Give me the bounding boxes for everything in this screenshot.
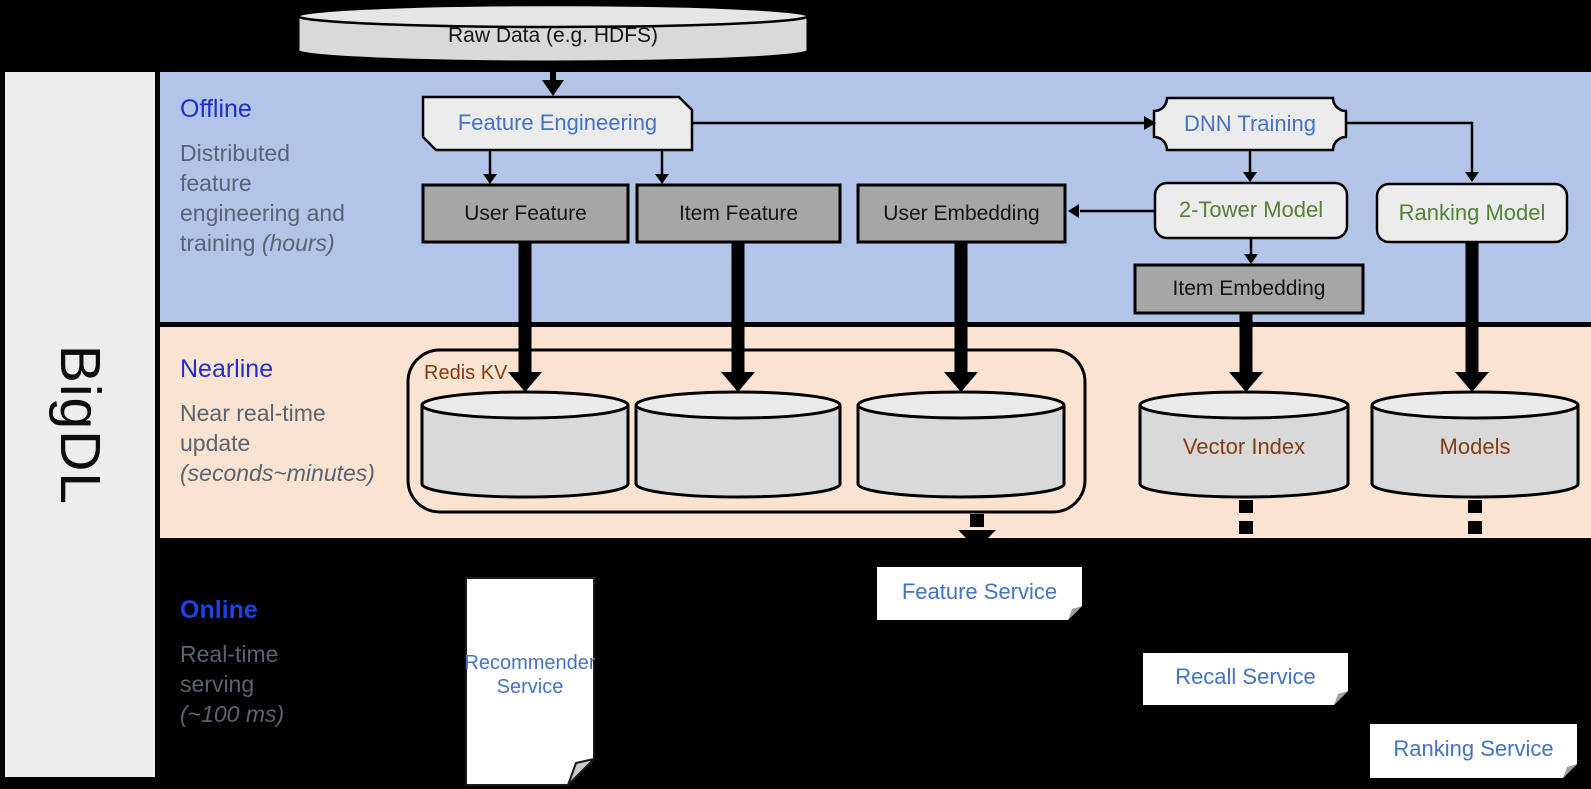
arrow-item-feature-to-store — [721, 242, 755, 392]
nearline-title: Nearline — [180, 355, 274, 383]
dashed-arrow-vector-index-down — [1239, 500, 1253, 534]
arrow-item-embedding-to-vector-index — [1229, 313, 1263, 392]
raw-data-cylinder — [296, 3, 810, 64]
arrow-dnn-to-ranking-model — [1346, 121, 1479, 182]
redis-cylinder-1 — [420, 390, 630, 499]
offline-section-text: Offline Distributed feature engineering … — [180, 95, 410, 258]
redis-cylinder-2 — [634, 390, 842, 499]
dnn-training-box — [1152, 96, 1348, 152]
online-title: Online — [180, 596, 258, 624]
arrow-user-embedding-to-store — [944, 242, 978, 392]
vector-index-cylinder — [1138, 390, 1350, 499]
models-cylinder — [1370, 390, 1580, 499]
item-feature-box — [635, 183, 842, 244]
redis-kv-container — [406, 348, 1087, 514]
nearline-section-text: Nearline Near real-time update (seconds~… — [180, 355, 440, 488]
dashed-arrow-models-down — [1468, 500, 1482, 534]
arrow-redis-to-feature-service — [958, 514, 996, 549]
recall-service-box — [1143, 653, 1348, 705]
feature-engineering-box — [421, 95, 694, 152]
user-feature-box — [421, 183, 630, 244]
feature-service-box — [877, 567, 1082, 620]
offline-title: Offline — [180, 95, 252, 123]
arrow-rawdata-to-fe — [542, 62, 564, 96]
arrow-two-tower-to-item-embedding — [1244, 238, 1258, 264]
arrow-fe-to-user-feature — [483, 150, 497, 184]
recommender-service-doc — [465, 577, 598, 786]
item-embedding-box — [1133, 263, 1365, 315]
redis-cylinder-3 — [856, 390, 1066, 499]
arrow-dnn-to-two-tower — [1243, 150, 1257, 182]
online-description: Real-time serving (~100 ms) — [180, 641, 285, 727]
offline-description: Distributed feature engineering and trai… — [180, 140, 345, 256]
arrow-user-feature-to-store — [508, 242, 542, 392]
arrow-ranking-model-to-models — [1455, 242, 1489, 392]
ranking-service-box — [1370, 724, 1577, 778]
arrow-fe-to-dnn — [692, 116, 1156, 130]
arrow-fe-to-item-feature — [655, 150, 669, 184]
brand-bar: BigDL — [5, 72, 155, 777]
online-section-text: Online Real-time serving (~100 ms) — [180, 596, 410, 729]
nearline-description: Near real-time update (seconds~minutes) — [180, 400, 375, 486]
ranking-model-box — [1375, 182, 1569, 244]
user-embedding-box — [856, 183, 1067, 244]
two-tower-model-box — [1153, 181, 1349, 240]
arrow-two-tower-to-user-embedding — [1068, 204, 1155, 218]
